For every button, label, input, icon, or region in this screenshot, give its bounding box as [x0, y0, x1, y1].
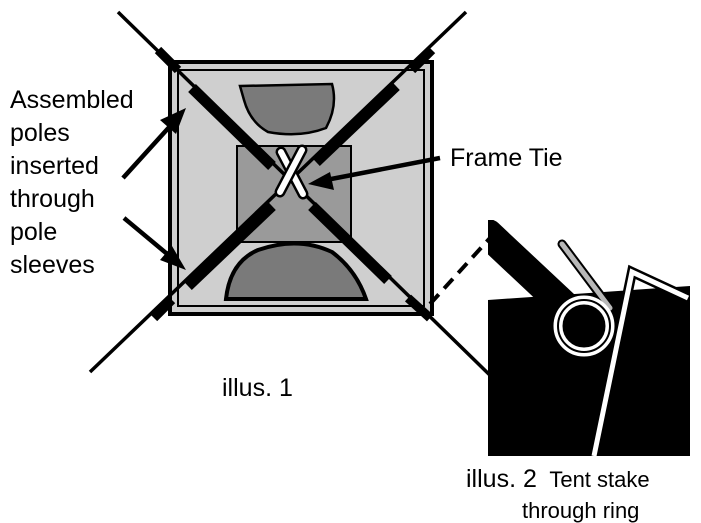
frame-tie-label: Frame Tie	[450, 144, 563, 172]
arrow-sleeves-upper	[121, 108, 186, 180]
illus2-caption: illus. 2 Tent stake	[466, 465, 650, 493]
svg-text:Assembled: Assembled	[10, 86, 134, 114]
svg-text:through: through	[10, 185, 95, 213]
illus2-detail	[488, 220, 690, 456]
assembled-poles-label: Assembled poles inserted through pole sl…	[10, 86, 134, 279]
svg-text:inserted: inserted	[10, 152, 99, 180]
pole-sleeves	[150, 46, 436, 322]
top-window	[238, 82, 336, 136]
arrow-sleeves-lower	[122, 216, 186, 270]
illus1-tent	[88, 10, 502, 387]
illus1-caption: illus. 1	[222, 374, 293, 402]
svg-text:sleeves: sleeves	[10, 251, 95, 279]
pole-a	[116, 10, 502, 387]
svg-text:pole: pole	[10, 218, 57, 246]
bottom-window	[223, 241, 369, 301]
svg-text:poles: poles	[10, 119, 70, 147]
frame-tie-icon	[274, 144, 309, 200]
tent-wall	[488, 286, 690, 456]
arrow-frame-tie	[308, 155, 441, 190]
tent-edge-inner	[177, 69, 425, 307]
detail-leader	[428, 236, 492, 306]
illus2-caption-line2: through ring	[522, 498, 639, 523]
